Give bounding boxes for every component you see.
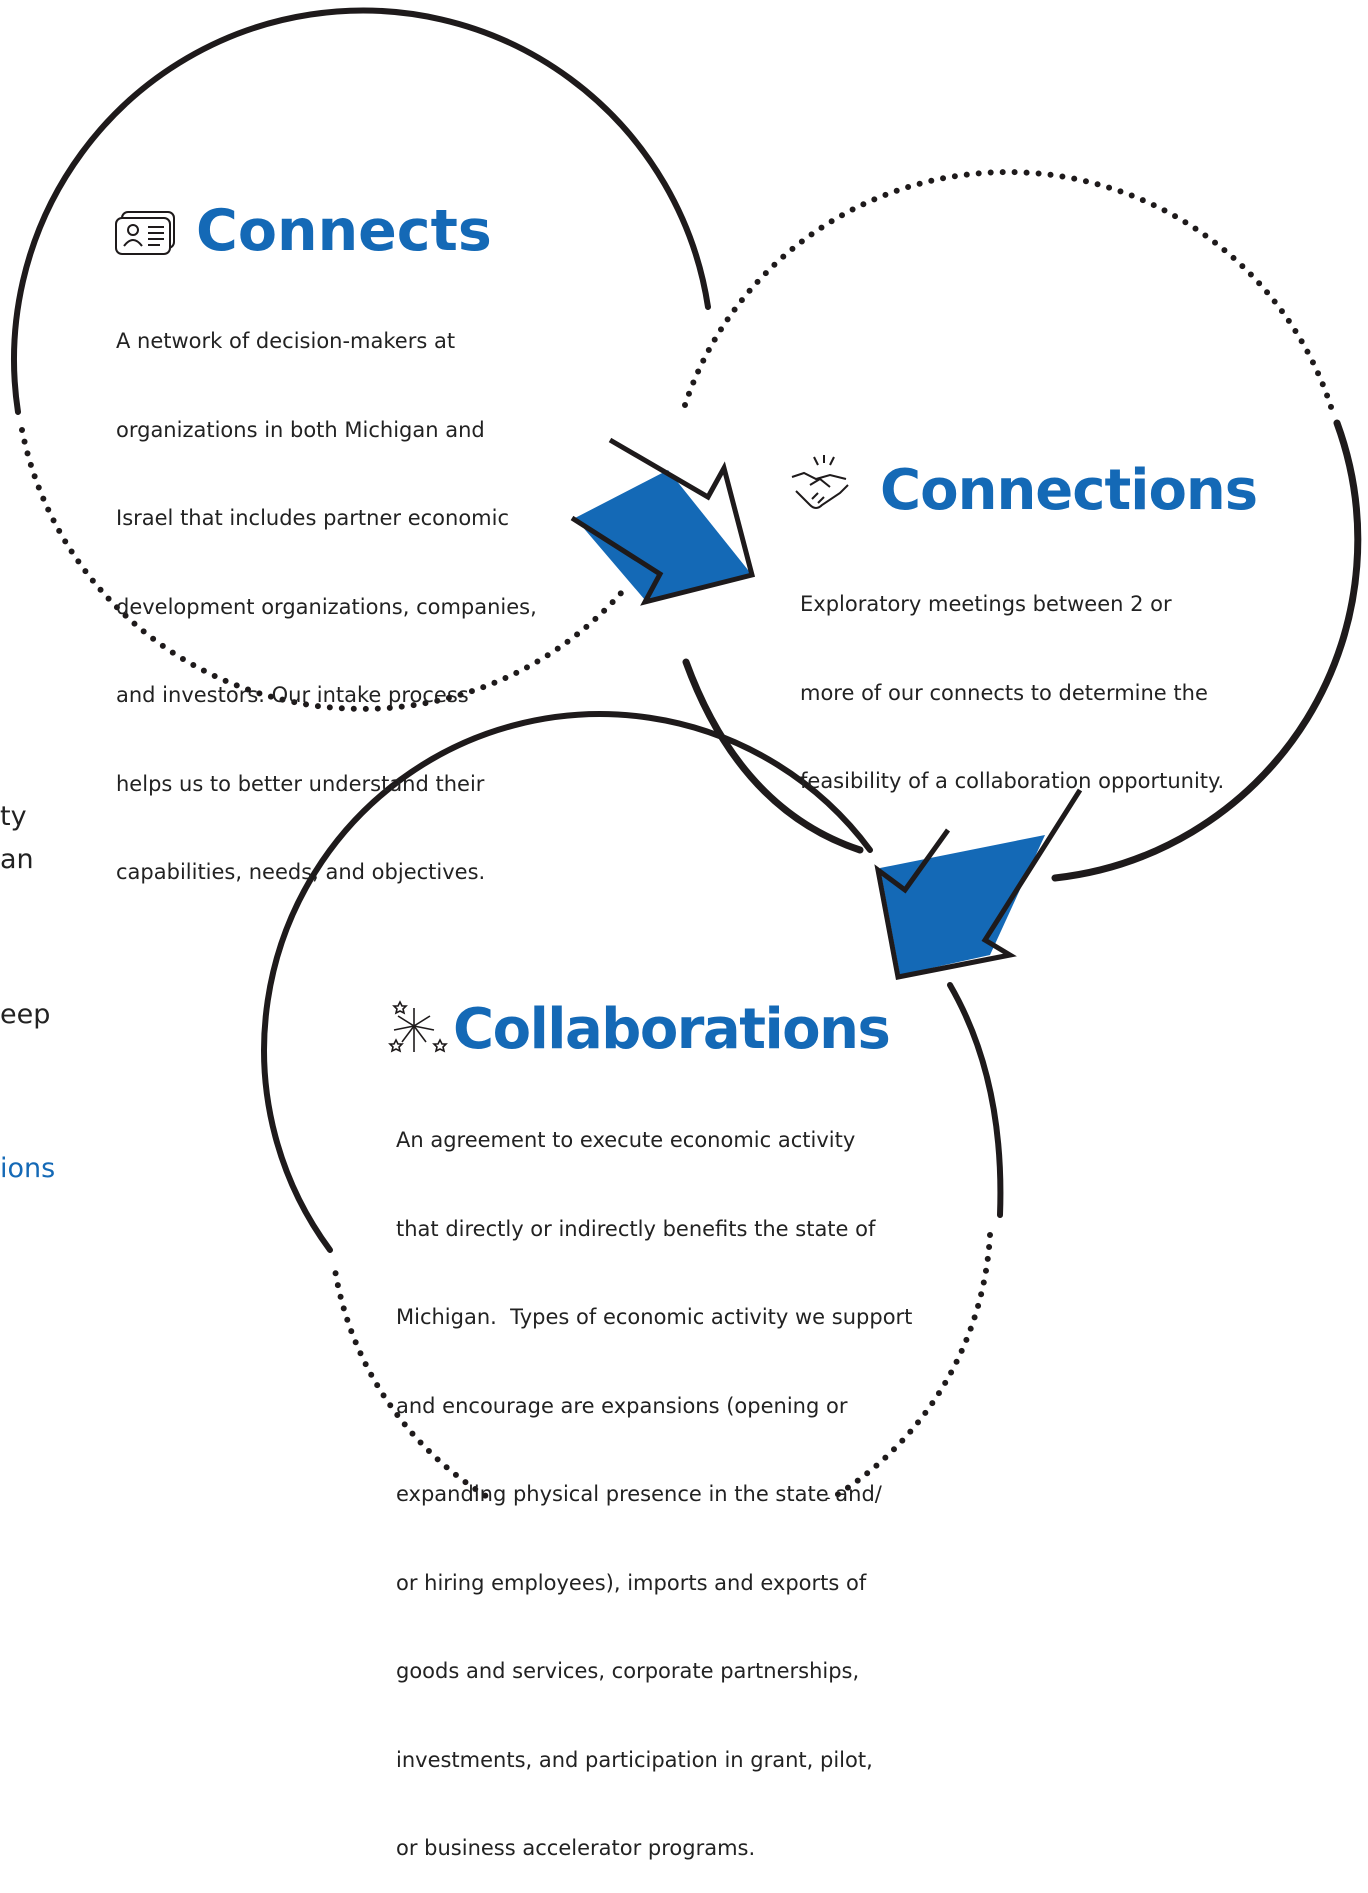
connects-circle-solid-arc	[11, 7, 711, 415]
collaborations-circle-solid-arc	[261, 711, 873, 1253]
collaborations-description: An agreement to execute economic activit…	[396, 1067, 912, 1893]
left-edge-fragment: ions	[0, 1153, 56, 1184]
connects-line: development organizations, companies,	[116, 594, 537, 619]
collaborations-line: or hiring employees), imports and export…	[396, 1570, 867, 1595]
connects-line: and investors. Our intake process	[116, 683, 469, 707]
connections-description: Exploratory meetings between 2 or more o…	[800, 531, 1224, 826]
collaborations-line: An agreement to execute economic activit…	[396, 1128, 856, 1152]
connections-line: Exploratory meetings between 2 or	[800, 592, 1172, 616]
connects-circle-dotted-arc	[19, 427, 625, 712]
collaborations-title: Collaborations	[453, 997, 891, 1062]
arrow-connects-to-connections	[570, 437, 756, 606]
connections-circle-dotted-arc	[682, 169, 1335, 413]
connects-title: Connects	[196, 198, 492, 264]
left-edge-fragment: an	[0, 844, 34, 875]
left-edge-fragment: eep	[0, 999, 51, 1030]
arrow-connections-to-collaborations	[874, 788, 1083, 980]
connects-line: Israel that includes partner economic	[116, 506, 510, 530]
connects-line: helps us to better understand their	[116, 771, 485, 796]
connections-circle-solid-arc-right	[1051, 419, 1362, 882]
left-edge-fragment: ty	[0, 801, 27, 832]
fireworks-icon	[388, 1000, 448, 1053]
connections-line: more of our connects to determine the	[800, 680, 1208, 705]
collaborations-line: investments, and participation in grant,…	[396, 1747, 873, 1772]
collaborations-line: Michigan. Types of economic activity we …	[396, 1305, 913, 1329]
collaborations-circle-solid-arc-right	[947, 982, 1004, 1218]
connections-circle-solid-arc-left	[682, 658, 864, 854]
handshake-icon	[791, 455, 849, 509]
collaborations-line: that directly or indirectly benefits the…	[396, 1216, 876, 1241]
id-card-icon	[115, 211, 175, 255]
cycle-diagram	[11, 7, 1362, 1499]
collaborations-line: expanding physical presence in the state…	[396, 1482, 882, 1506]
connects-line: organizations in both Michigan and	[116, 417, 485, 442]
collaborations-line: and encourage are expansions (opening or	[396, 1393, 848, 1418]
connections-line: feasibility of a collaboration opportuni…	[800, 769, 1225, 793]
connections-title: Connections	[880, 458, 1258, 523]
connects-description: A network of decision-makers at organiza…	[116, 268, 537, 917]
connects-line: A network of decision-makers at	[116, 329, 456, 353]
connects-line: capabilities, needs, and objectives.	[116, 860, 486, 884]
collaborations-line: or business accelerator programs.	[396, 1836, 756, 1860]
collaborations-line: goods and services, corporate partnershi…	[396, 1659, 860, 1683]
